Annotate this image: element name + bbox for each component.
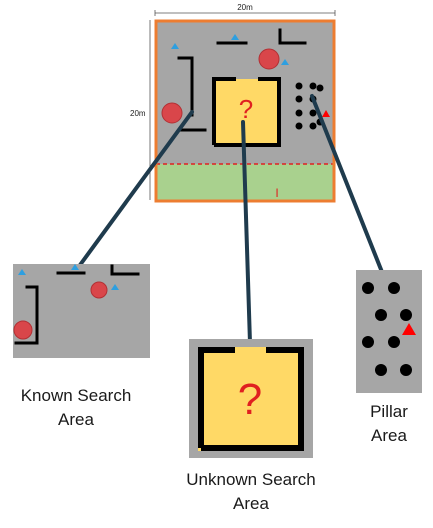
connector-lines [78, 94, 384, 345]
known-area-detail [13, 264, 150, 358]
pillar-grid-large [362, 282, 412, 376]
unknown-area-caption-line1: Unknown Search [186, 470, 316, 489]
known-area-caption: Known Search Area [0, 384, 152, 432]
obstacle-circle [90, 281, 108, 299]
obstacle-circle [13, 320, 33, 340]
unknown-area-detail: ? [189, 339, 313, 458]
unknown-area-caption: Unknown Search Area [160, 468, 342, 516]
obstacle-circle [258, 48, 280, 70]
map-walls [177, 28, 307, 132]
obstacle-circle [161, 102, 183, 124]
height-label: 20m [130, 109, 146, 118]
width-label: 20m [237, 3, 253, 12]
blue-marker [111, 284, 119, 290]
pillar-area-caption-line2: Area [371, 426, 407, 445]
blue-marker [231, 34, 239, 40]
pillar-area-detail [356, 270, 422, 393]
unknown-area-caption-line2: Area [233, 494, 269, 513]
blue-marker [171, 43, 179, 49]
connector-known [78, 110, 194, 267]
red-marker [402, 323, 416, 335]
exit-mark: I [275, 186, 278, 200]
blue-marker [281, 59, 289, 65]
unknown-mark-small: ? [239, 94, 253, 124]
red-marker [322, 110, 330, 117]
unknown-room-small: ? [212, 77, 281, 147]
pillar-area-caption-line1: Pillar [370, 402, 408, 421]
blue-marker [18, 269, 26, 275]
known-area-caption-line2: Area [58, 410, 94, 429]
width-dimension: 20m [154, 3, 336, 16]
connector-unknown [241, 120, 252, 345]
unknown-mark-large: ? [238, 375, 262, 424]
connector-pillar [310, 94, 384, 274]
known-area-caption-line1: Known Search [20, 386, 132, 405]
pillar-area-caption: Pillar Area [345, 400, 433, 448]
blue-marker [71, 264, 79, 270]
